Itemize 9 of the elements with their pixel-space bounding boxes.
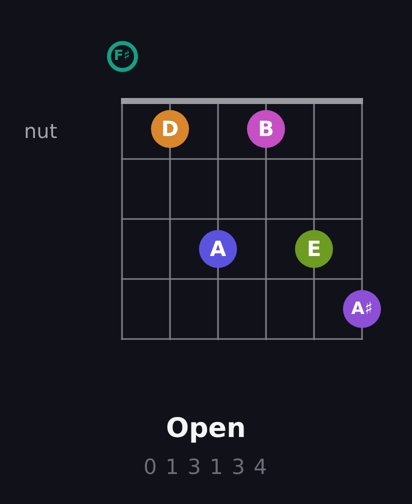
fret-numbers: 0 1 3 1 3 4 [144, 457, 268, 478]
note-dot: D [151, 110, 189, 148]
chord-name: Open [166, 415, 246, 442]
nut-label: nut [24, 121, 58, 141]
note-dot: E [295, 230, 333, 268]
note-dot: A [199, 230, 237, 268]
note-dot: B [247, 110, 285, 148]
open-string-marker: F♯ [106, 40, 138, 72]
note-dot: A♯ [343, 290, 381, 328]
